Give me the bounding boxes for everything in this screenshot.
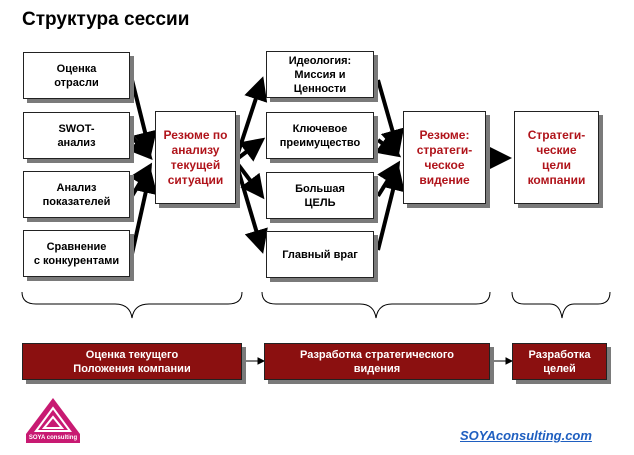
- summary-current-box: Резюме по анализу текущей ситуации: [155, 111, 236, 204]
- logo-label: SOYA consulting: [26, 434, 80, 443]
- input-box-indicators: Анализ показателей: [23, 171, 130, 218]
- ideology-advantage-box: Ключевое преимущество: [266, 112, 374, 159]
- brace-vision: [261, 291, 491, 319]
- input-box-industry: Оценка отрасли: [23, 52, 130, 99]
- arrow-vision-4: [376, 166, 405, 251]
- stage-bar-assessment: Оценка текущего Положения компании: [22, 343, 242, 380]
- arrow-ideology-4: [235, 165, 268, 254]
- ideology-enemy-box: Главный враг: [266, 231, 374, 278]
- arrow-ideology-2: [235, 137, 266, 162]
- arrow-input-4: [130, 169, 158, 255]
- stage-bar-goals: Разработка целей: [512, 343, 607, 380]
- summary-vision-box: Резюме: стратеги- ческое видение: [403, 111, 486, 204]
- brace-goals: [511, 291, 611, 319]
- stage-bar-vision: Разработка стратегического видения: [264, 343, 490, 380]
- ideology-mission-box: Идеология: Миссия и Ценности: [266, 51, 374, 98]
- arrowhead-stage-1: [257, 357, 266, 365]
- arrow-vision-2: [374, 133, 402, 158]
- strategic-goals-box: Стратеги- ческие цели компании: [514, 111, 599, 204]
- arrow-ideology-3: [235, 161, 265, 200]
- arrow-vision-1: [376, 79, 405, 154]
- website-link[interactable]: SOYAconsulting.com: [460, 428, 592, 443]
- ideology-big-goal-box: Большая ЦЕЛЬ: [266, 172, 374, 219]
- arrow-input-2: [127, 134, 153, 160]
- logo-icon: [26, 398, 80, 434]
- page-title: Структура сессии: [22, 9, 190, 30]
- input-box-swot: SWOT- анализ: [23, 112, 130, 159]
- input-box-competitors: Сравнение с конкурентами: [23, 230, 130, 277]
- arrowhead-stage-2: [505, 357, 514, 365]
- brace-analysis: [21, 291, 243, 319]
